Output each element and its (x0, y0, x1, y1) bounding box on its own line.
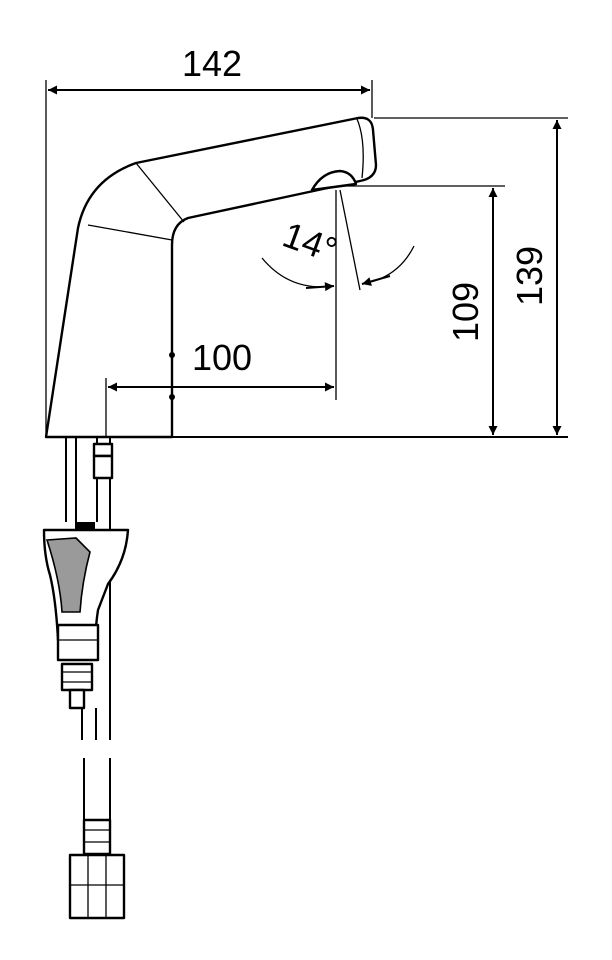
dimension-142: 142 (45, 43, 373, 437)
faucet-body (44, 116, 378, 439)
dimension-angle: 14° (261, 189, 415, 292)
dimension-100: 100 (105, 190, 337, 437)
dimension-total-height-label: 139 (509, 246, 550, 306)
supply-hoses (42, 437, 130, 920)
dimension-angle-label: 14° (278, 214, 343, 271)
dimension-spout-reach-label: 100 (192, 337, 252, 378)
dimension-total-width-label: 142 (182, 43, 242, 84)
dimension-109: 109 (340, 185, 505, 435)
dimension-outlet-height-label: 109 (445, 282, 486, 342)
dimension-139: 139 (374, 117, 568, 435)
